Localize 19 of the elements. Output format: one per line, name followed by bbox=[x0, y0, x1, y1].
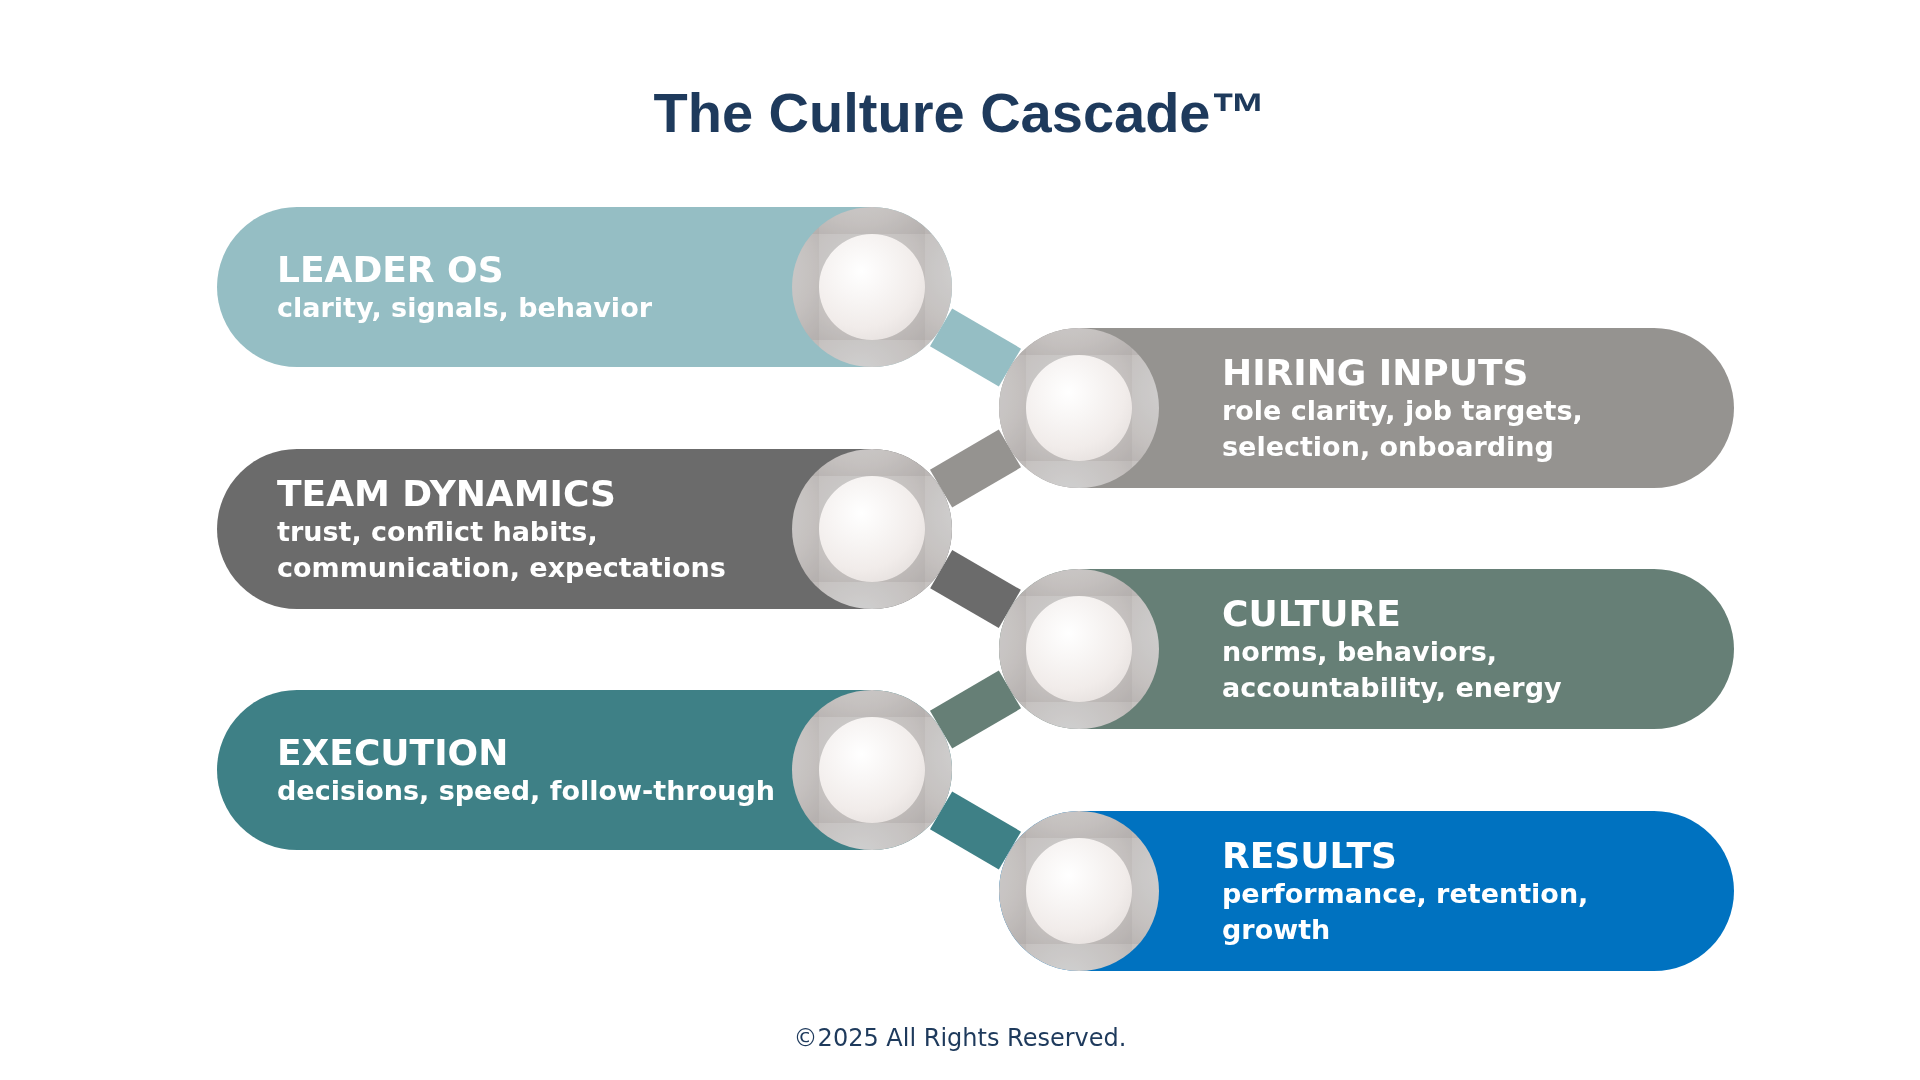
cascade-link bbox=[929, 308, 1022, 387]
stage-description: norms, behaviors, accountability, energy bbox=[1222, 635, 1563, 705]
stage-description: performance, retention, growth bbox=[1222, 877, 1590, 947]
stage-heading: LEADER OS bbox=[277, 248, 504, 290]
cascade-link bbox=[929, 791, 1022, 870]
stage-description: role clarity, job targets, selection, onboarding bbox=[1222, 394, 1584, 464]
stage-heading: EXECUTION bbox=[277, 731, 509, 773]
cascade-link bbox=[929, 429, 1022, 508]
stage-heading: RESULTS bbox=[1222, 835, 1397, 877]
stage-description: decisions, speed, follow-through bbox=[277, 773, 776, 808]
stage-heading: TEAM DYNAMICS bbox=[277, 473, 616, 515]
copyright-note: ©2025 All Rights Reserved. bbox=[793, 1024, 1127, 1052]
stage-heading: HIRING INPUTS bbox=[1222, 352, 1529, 394]
diagram-title: The Culture Cascade™ bbox=[653, 80, 1267, 145]
stage-description: clarity, signals, behavior bbox=[277, 290, 653, 325]
stage-heading: CULTURE bbox=[1222, 593, 1401, 635]
stage-description: trust, conflict habits, communication, expectations bbox=[277, 515, 727, 585]
cascade-link bbox=[930, 550, 1021, 628]
cascade-link bbox=[929, 670, 1022, 749]
